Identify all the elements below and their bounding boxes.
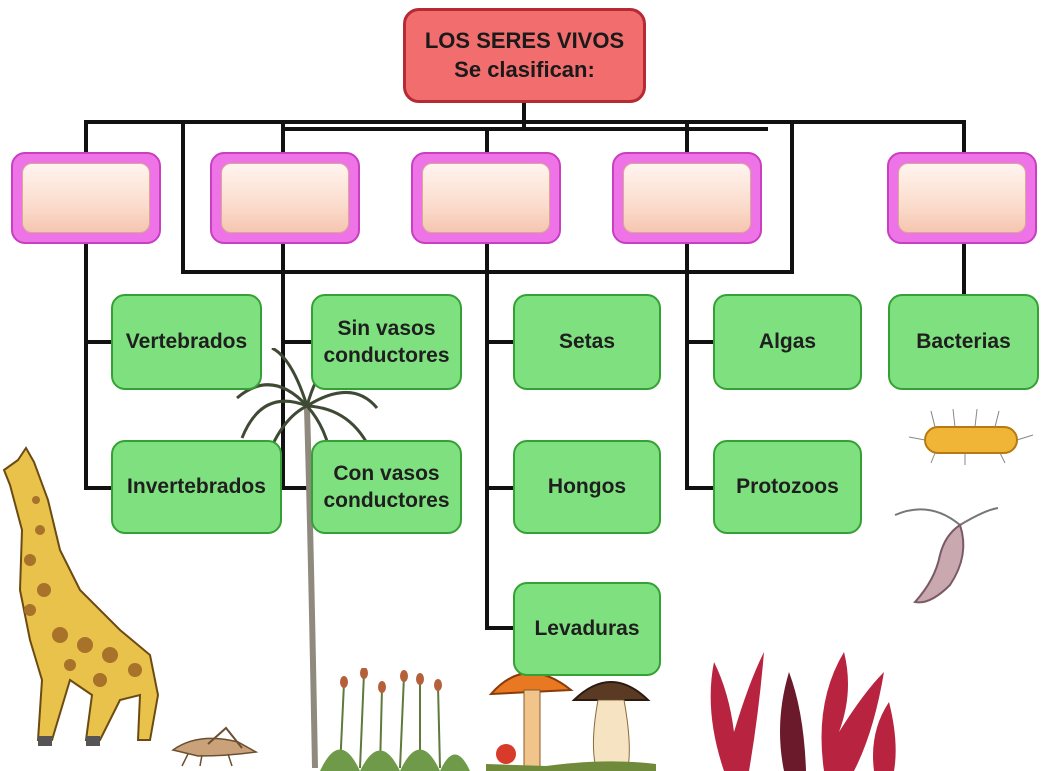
leaf-sin-vasos-line1: Sin vasos bbox=[337, 316, 436, 340]
category-box-2[interactable] bbox=[210, 152, 360, 244]
leaf-invertebrados-label: Invertebrados bbox=[127, 475, 266, 499]
giraffe-illustration bbox=[2, 446, 160, 746]
grasshopper-illustration bbox=[171, 726, 259, 767]
leaf-con-vasos-line1: Con vasos bbox=[333, 461, 440, 485]
category-box-1[interactable] bbox=[11, 152, 161, 244]
root-node: LOS SERES VIVOS Se clasifican: bbox=[403, 8, 646, 103]
red-algae-illustration bbox=[710, 652, 896, 771]
leaf-hongos[interactable]: Hongos bbox=[513, 440, 661, 534]
leaf-con-vasos-line2: conductores bbox=[323, 489, 450, 512]
leaf-vertebrados[interactable]: Vertebrados bbox=[111, 294, 262, 390]
root-subtitle: Se clasifican: bbox=[454, 56, 595, 82]
leaf-protozoos[interactable]: Protozoos bbox=[713, 440, 862, 534]
category-box-4-text bbox=[623, 163, 751, 233]
category-box-2-text bbox=[221, 163, 349, 233]
category-box-5-text bbox=[898, 163, 1026, 233]
leaf-levaduras-label: Levaduras bbox=[534, 617, 640, 641]
leaf-algas[interactable]: Algas bbox=[713, 294, 862, 390]
leaf-con-vasos-conductores[interactable]: Con vasos conductores bbox=[311, 440, 462, 534]
leaf-sin-vasos-line2: conductores bbox=[323, 344, 450, 367]
category-box-5[interactable] bbox=[887, 152, 1037, 244]
leaf-sin-vasos-conductores[interactable]: Sin vasos conductores bbox=[311, 294, 462, 390]
leaf-protozoos-label: Protozoos bbox=[736, 475, 839, 499]
category-box-4[interactable] bbox=[612, 152, 762, 244]
leaf-setas-label: Setas bbox=[558, 330, 616, 354]
category-box-3-text bbox=[422, 163, 550, 233]
bacterium-illustration bbox=[908, 408, 1034, 465]
moss-illustration bbox=[320, 668, 470, 771]
root-title: LOS SERES VIVOS bbox=[424, 27, 625, 53]
category-box-1-text bbox=[22, 163, 150, 233]
leaf-invertebrados[interactable]: Invertebrados bbox=[111, 440, 282, 534]
leaf-bacterias-label: Bacterias bbox=[916, 330, 1011, 354]
category-box-3[interactable] bbox=[411, 152, 561, 244]
leaf-algas-label: Algas bbox=[758, 330, 817, 354]
leaf-levaduras[interactable]: Levaduras bbox=[513, 582, 661, 676]
protozoan-illustration bbox=[894, 507, 999, 604]
leaf-bacterias[interactable]: Bacterias bbox=[888, 294, 1039, 390]
leaf-hongos-label: Hongos bbox=[547, 475, 627, 499]
leaf-setas[interactable]: Setas bbox=[513, 294, 661, 390]
leaf-vertebrados-label: Vertebrados bbox=[125, 330, 248, 354]
mushrooms-illustration bbox=[486, 671, 656, 771]
